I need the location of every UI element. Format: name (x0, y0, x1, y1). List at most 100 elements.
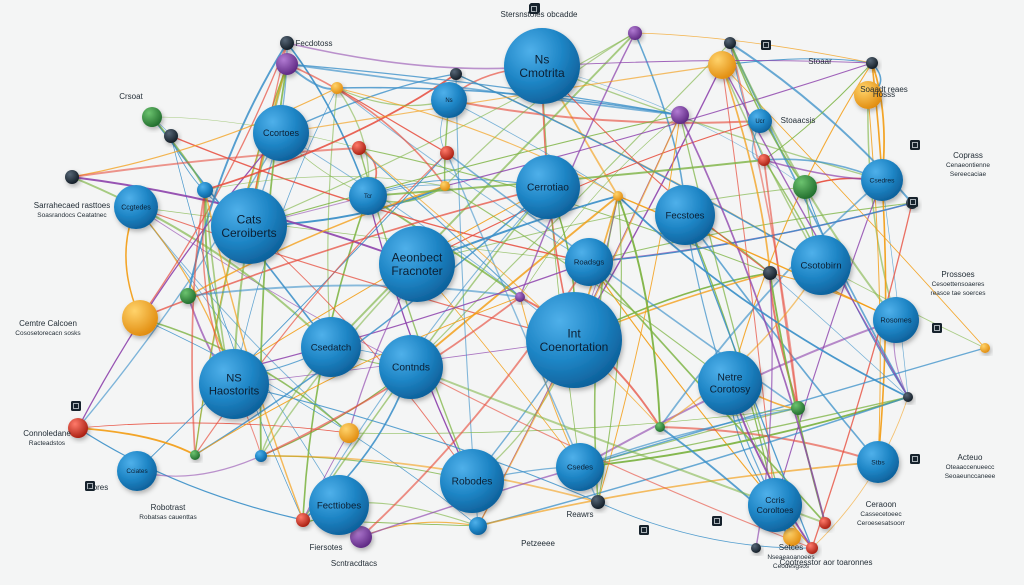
node-label: Csotobirn (800, 260, 841, 271)
edge-115 (204, 73, 457, 191)
annotation-l20: Cootresstor aor toaronnes (780, 558, 873, 567)
annotation-l13: Seoaeunccaneee (945, 473, 996, 480)
node-n9[interactable]: Roadsgs (565, 238, 613, 286)
satellite-node-23 (763, 266, 777, 280)
satellite-node-13 (440, 181, 450, 191)
node-label: Ns (445, 98, 452, 104)
node-n2[interactable]: Ccortoes (253, 105, 309, 161)
node-n10[interactable]: Fecstoes (655, 185, 715, 245)
annotation-l19: Fbres (88, 483, 108, 492)
node-label: Csedres (870, 177, 896, 184)
marker-square-10 (639, 525, 649, 535)
edge-219 (721, 64, 909, 398)
annotation-l13: Oteaaccenueecc (946, 464, 996, 471)
node-n5[interactable]: Ccgtedes (114, 185, 158, 229)
node-n7[interactable]: Cerrotiao (516, 155, 580, 219)
node-label: Contnds (392, 363, 430, 374)
edge-120 (71, 87, 338, 178)
satellite-node-38 (903, 392, 913, 402)
edge-79 (248, 225, 473, 482)
marker-square-inner (910, 199, 916, 205)
annotation-l3: Stoaar (808, 57, 832, 66)
satellite-node-24 (980, 343, 990, 353)
label-layer: Stersnstoies obcaddeFecdotossStoaarHosss… (15, 10, 995, 570)
node-label: Fracnoter (391, 264, 442, 278)
node-circle (114, 185, 158, 229)
edge-205 (519, 114, 681, 298)
edge-152 (867, 94, 881, 463)
annotation-l12: Cesoettensoaeres (932, 281, 986, 288)
annotation-l6: Petzeeee (521, 539, 555, 548)
node-circle (556, 443, 604, 491)
annotation-l8: Cososetorecacn sosks (15, 330, 81, 337)
node-label: Fecttiobes (317, 500, 361, 511)
node-label: Tcr (364, 193, 372, 200)
node-n25[interactable]: Stbs (857, 441, 899, 483)
node-label: Stbs (871, 459, 885, 466)
node-label: Fecstoes (666, 210, 705, 221)
edge-138 (280, 64, 723, 134)
node-n13[interactable]: Csedatch (301, 317, 361, 377)
node-n3[interactable]: Ns (431, 82, 467, 118)
marker-square-8 (71, 401, 81, 411)
annotation-l9: Racteadstos (29, 440, 66, 447)
node-n20[interactable]: Fecttiobes (309, 475, 369, 535)
satellite-node-12 (440, 146, 454, 160)
node-label: Robodes (452, 477, 493, 488)
node-n11[interactable]: Csotobirn (791, 235, 851, 295)
node-circle (857, 441, 899, 483)
node-label: Cciates (126, 468, 147, 475)
edge-108 (187, 185, 446, 297)
node-label: NS (226, 373, 242, 385)
edge-161 (769, 272, 799, 409)
satellite-node-21 (793, 175, 817, 199)
marker-square-inner (641, 527, 647, 533)
edge-221 (191, 189, 206, 456)
annotation-l1: Stersnstoies obcadde (501, 10, 578, 19)
edge-125 (358, 147, 521, 298)
small-node-layer (65, 26, 990, 554)
annotation-l5: Stoaacsis (781, 116, 816, 125)
node-label: Ucr (755, 119, 764, 125)
edge-164 (579, 347, 986, 468)
node-n24[interactable]: Ucr (748, 109, 772, 133)
node-label: Cmotrita (519, 66, 565, 80)
node-n21[interactable]: Csedes (556, 443, 604, 491)
edge-185 (477, 396, 909, 527)
edge-35 (588, 202, 913, 263)
node-circle (379, 226, 455, 302)
node-n6[interactable]: Tcr (349, 177, 387, 215)
node-label: Netre (718, 373, 743, 384)
node-n18[interactable]: Rosomes (873, 297, 919, 343)
edge-176 (260, 455, 599, 503)
node-n17[interactable]: Csedres (861, 159, 903, 201)
satellite-node-2 (280, 36, 294, 50)
node-label: Ccgtedes (121, 205, 151, 212)
satellite-node-42 (751, 543, 761, 553)
edge-157 (588, 202, 913, 263)
node-n14[interactable]: Contnds (379, 335, 443, 399)
edge-114 (204, 176, 446, 191)
node-label: Aeonbect (392, 250, 443, 264)
edge-13 (448, 99, 761, 124)
annotation-l10: Sereecaciae (950, 171, 987, 178)
node-label: Ccortoes (263, 128, 300, 138)
edge-147 (286, 63, 681, 116)
satellite-node-10 (331, 82, 343, 94)
annotation-l13: Acteuo (958, 453, 983, 462)
node-n19[interactable]: Robodes (440, 449, 504, 513)
edge-12 (448, 99, 619, 197)
node-circle (655, 185, 715, 245)
edge-159 (811, 202, 913, 549)
annotation-l8: Cemtre Calcoen (19, 319, 77, 328)
node-label: Coroltoes (757, 505, 794, 515)
node-n23[interactable]: Cciates (117, 451, 157, 491)
